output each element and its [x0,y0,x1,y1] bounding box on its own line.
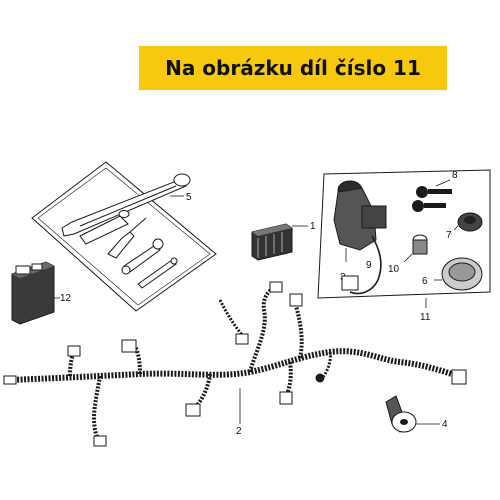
cdi-unit[interactable] [11,261,60,325]
fastener-part[interactable] [385,395,440,433]
spanner-tool [121,238,164,275]
banner-text: Na obrázku díl číslo 11 [165,56,421,80]
callout-2: 2 [236,426,242,437]
socket-tool [79,210,130,245]
ignition-wire [341,235,382,295]
keys [412,179,452,212]
part-number-banner: Na obrázku díl číslo 11 [139,46,447,90]
callout-1: 1 [310,221,316,232]
callout-5: 5 [186,192,192,203]
screwdriver-tool [107,217,147,259]
callout-6: 6 [422,276,428,287]
wrench-tool [61,173,191,237]
ignition-lock [333,180,387,262]
relay-block[interactable] [251,223,308,261]
callout-9: 9 [366,260,372,271]
callout-4: 4 [442,419,448,430]
lock-cap [453,212,483,232]
callout-8: 8 [452,170,458,181]
pin-tool [137,257,178,289]
callout-12: 12 [60,293,72,304]
callout-10: 10 [388,264,400,275]
lock-cylinder [403,234,428,263]
round-cover [434,257,483,291]
wiring-harness[interactable] [3,281,467,447]
callout-7: 7 [446,230,452,241]
callout-11: 11 [420,312,431,323]
ignition-switch-set[interactable]: 3 9 8 7 10 [317,169,491,308]
toolkit-panel[interactable] [31,161,217,312]
